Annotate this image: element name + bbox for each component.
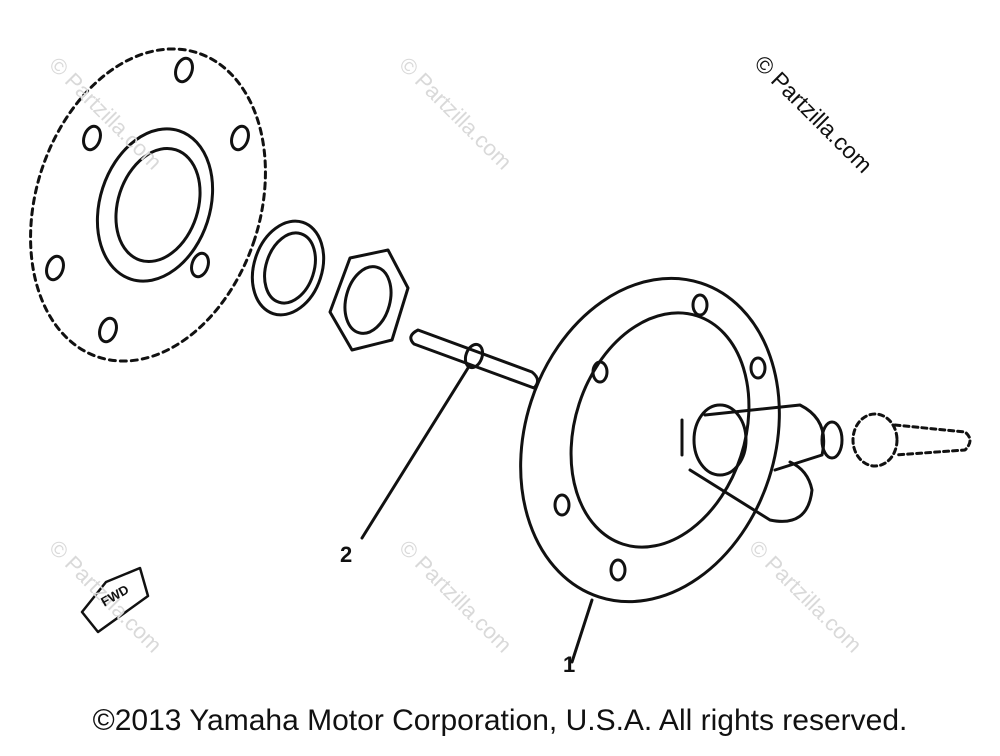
flange-plate [29, 47, 267, 363]
callout-part-1: 1 [563, 652, 576, 677]
washer [250, 219, 326, 317]
leader-line-2 [360, 366, 470, 540]
copyright-footer: ©2013 Yamaha Motor Corporation, U.S.A. A… [92, 704, 908, 737]
pin-part-2 [409, 328, 539, 390]
fwd-arrow [80, 566, 150, 634]
hub-part-1 [519, 276, 844, 604]
callout-part-2: 2 [340, 542, 353, 567]
bolt [851, 412, 972, 468]
hex-nut [328, 248, 410, 352]
leader-line-1 [570, 598, 594, 664]
